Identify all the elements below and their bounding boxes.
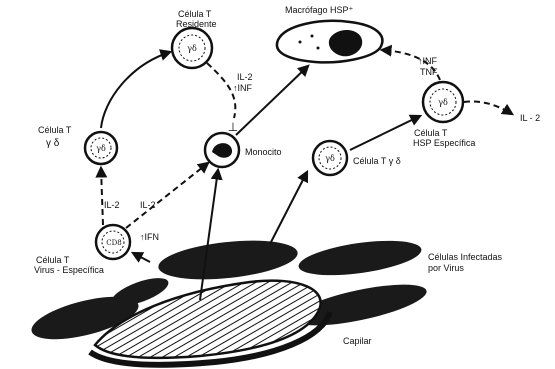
cell-t-virus-glyph: CD8 [106,239,121,247]
arrow-virus-to-gd [101,168,103,225]
label-il2-left-2: IL-2 [140,200,156,210]
label-cell-t-virus-2: Virus - Específica [34,265,104,275]
label-macrophage: Macrófago HSP⁺ [285,5,354,15]
macrophage-cell [277,21,382,62]
label-cell-t-resident-2: Residente [176,19,217,29]
cell-t-hsp-specific: γδ [423,82,463,122]
infected-cell-right [297,235,424,282]
label-tnf-right: TNF [420,67,438,77]
label-infected-1: Células Infectadas [428,252,503,262]
cell-t-gd-left: γδ [85,132,117,164]
label-cell-t-gd-mid: Célula T γ δ [353,156,401,166]
label-il2-right: IL - 2 [520,113,540,123]
arrow-gd-to-resident [101,52,170,128]
cell-t-hsp-glyph: γδ [438,98,448,107]
label-il2-left-1: IL-2 [104,200,120,210]
label-cell-t-gd-1: Célula T [38,125,72,135]
arrow-hsp-to-il2 [464,102,512,115]
label-cell-t-resident-1: Célula T [178,9,212,19]
label-cell-t-hsp-2: HSP Específica [413,138,475,148]
inhibit-mark: ⊥ [228,120,238,134]
arrow-resident-to-monocyte [207,63,235,118]
cell-t-gd-left-glyph: γδ [96,144,106,153]
cell-t-gd-mid-glyph: γδ [325,154,335,163]
label-cell-t-gd-2: γ δ [46,138,60,149]
label-cell-t-virus-1: Célula T [36,255,70,265]
label-monocyte: Monocito [245,147,282,157]
label-tinf-upper: ↑INF [233,83,253,93]
arrow-infected-to-gd [270,172,307,244]
label-tinf-right: ↑INF [418,56,438,66]
arrow-gd-to-hsp [350,116,420,150]
label-tifn: ↑IFN [140,232,159,242]
label-il2-upper: IL-2 [237,72,253,82]
label-cell-t-hsp-1: Célula T [414,128,448,138]
monocyte-cell [205,133,239,167]
cell-t-virus-specific: CD8 [96,225,130,259]
cell-t-gd-mid: γδ [313,141,347,175]
arrow-virus-to-monocyte [126,163,208,228]
infected-cell-center [157,235,300,285]
label-infected-2: por Virus [428,263,464,273]
cell-t-resident: γδ [172,28,212,68]
arrow-infected-to-virus-t [133,253,150,262]
label-capillary: Capilar [343,336,372,346]
cell-t-resident-glyph: γδ [187,44,197,53]
arrow-capillary-to-monocyte [200,170,218,300]
